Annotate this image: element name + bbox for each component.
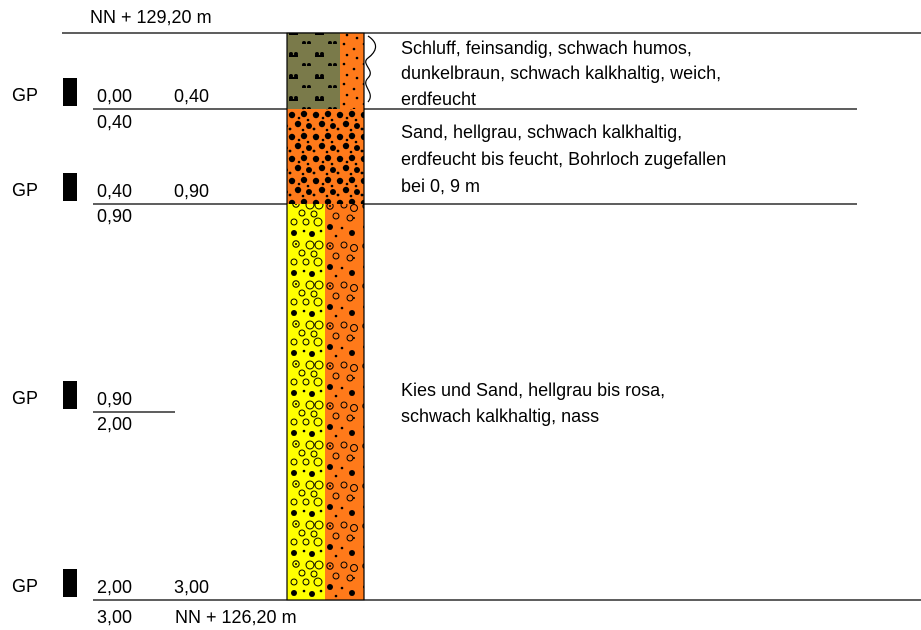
- sample-marker-icon: [63, 569, 77, 597]
- layer-description-line: erdfeucht bis feucht, Bohrloch zugefalle…: [401, 149, 726, 169]
- layer-description-line: erdfeucht: [401, 89, 476, 109]
- sample-marker-icon: [63, 78, 77, 106]
- layer-bottom-labels: 0,40 0,90 3,00: [97, 112, 132, 627]
- schluff-fill: [287, 33, 340, 109]
- top-elevation-label: NN + 129,20 m: [90, 7, 212, 27]
- sample-depth-from: 0,40: [97, 181, 132, 201]
- sample-depth-from: 0,00: [97, 86, 132, 106]
- kies-yellow-fill: [287, 204, 325, 600]
- kies-orange-fill: [325, 204, 364, 600]
- sample-depth-to: 0,40: [174, 86, 209, 106]
- boundary-lines: [62, 32, 921, 601]
- layer-description-line: Kies und Sand, hellgrau bis rosa,: [401, 380, 665, 400]
- sample-code-label: GP: [12, 388, 38, 408]
- layer-kies-sand: [287, 204, 364, 600]
- sample-marker-icon: [63, 173, 77, 201]
- sample-depth-to: 2,00: [97, 414, 132, 434]
- layer-bottom-depth: 3,00: [97, 607, 132, 627]
- layer-description-line: schwach kalkhaltig, nass: [401, 406, 599, 426]
- layer-description-line: bei 0, 9 m: [401, 176, 480, 196]
- sample-depth-from: 2,00: [97, 577, 132, 597]
- layer-schluff: [287, 33, 364, 109]
- sample-code-label: GP: [12, 180, 38, 200]
- wavy-consistency-marker: [365, 35, 377, 103]
- layer-description-line: dunkelbraun, schwach kalkhaltig, weich,: [401, 63, 721, 83]
- layer-bottom-depth: 0,90: [97, 206, 132, 226]
- layer-bottom-depth: 0,40: [97, 112, 132, 132]
- layer-description-line: Schluff, feinsandig, schwach humos,: [401, 38, 692, 58]
- schluff-finesand-fill: [340, 33, 364, 109]
- sample-code-label: GP: [12, 576, 38, 596]
- layer-sand: [287, 109, 364, 204]
- column-outline: [286, 32, 365, 601]
- sample-depth-to: 3,00: [174, 577, 209, 597]
- bottom-elevation-label: NN + 126,20 m: [175, 607, 297, 627]
- borehole-column: [286, 32, 365, 601]
- sand-fill: [287, 109, 364, 204]
- sample-depth-to: 0,90: [174, 181, 209, 201]
- layer-descriptions: Schluff, feinsandig, schwach humos, dunk…: [401, 38, 726, 426]
- sample-depth-from: 0,90: [97, 389, 132, 409]
- sample-marker-icon: [63, 381, 77, 409]
- layer-description-line: Sand, hellgrau, schwach kalkhaltig,: [401, 122, 682, 142]
- sample-code-label: GP: [12, 85, 38, 105]
- sample-markers: GP 0,00 0,40 GP 0,40 0,90 GP 0,90 2,00 G…: [12, 78, 209, 597]
